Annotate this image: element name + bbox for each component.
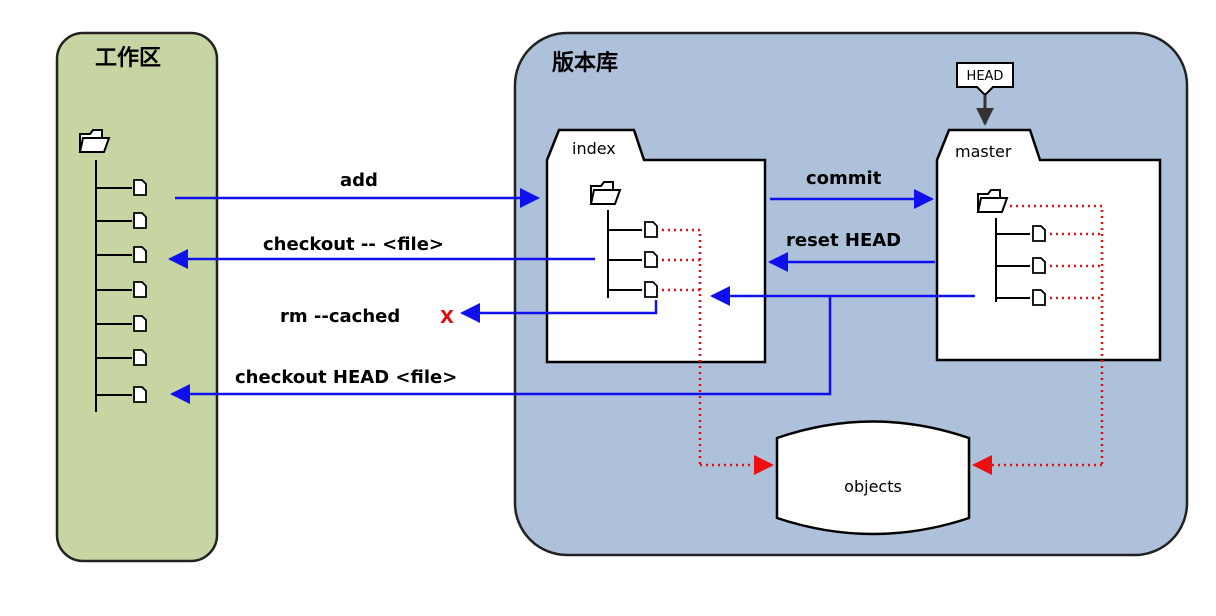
master-file-tree [995, 218, 1030, 302]
master-to-objects-links [972, 204, 1104, 475]
file-icon [133, 179, 147, 196]
file-icon [133, 349, 147, 366]
arrows [168, 188, 975, 404]
workspace-file-tree [95, 160, 132, 412]
file-icon [133, 386, 147, 403]
checkout-file-label: checkout -- <file> [263, 234, 444, 255]
reset-head-label: reset HEAD [786, 230, 901, 251]
file-icon [133, 212, 147, 229]
file-icon [644, 221, 658, 238]
master-box: master [935, 128, 1162, 362]
rm-cached-label: rm --cached [280, 306, 400, 327]
repository-title: 版本库 [552, 51, 618, 76]
file-icon [133, 315, 147, 332]
file-icon [644, 251, 658, 268]
file-icon [133, 246, 147, 263]
commit-label: commit [806, 168, 882, 189]
index-to-objects-links [662, 228, 774, 475]
objects-store: objects [775, 420, 971, 536]
master-label: master [955, 142, 1012, 161]
head-pointer: HEAD [956, 62, 1014, 126]
file-icon [1032, 289, 1046, 306]
index-label: index [572, 139, 616, 158]
checkout-head-label: checkout HEAD <file> [235, 367, 457, 388]
objects-label: objects [844, 477, 902, 496]
workspace-title: 工作区 [95, 46, 161, 71]
index-file-tree [607, 210, 642, 298]
checkout-head-arrow [170, 296, 832, 404]
rm-cached-cross: X [440, 307, 454, 328]
file-icon [1032, 257, 1046, 274]
add-label: add [340, 170, 378, 191]
workspace-panel: 工作区 [55, 31, 219, 563]
rm-cached-arrow [460, 300, 658, 323]
file-icon [133, 281, 147, 298]
index-box: index [545, 128, 767, 364]
head-label: HEAD [967, 69, 1004, 84]
file-icon [644, 281, 658, 298]
file-icon [1032, 225, 1046, 242]
